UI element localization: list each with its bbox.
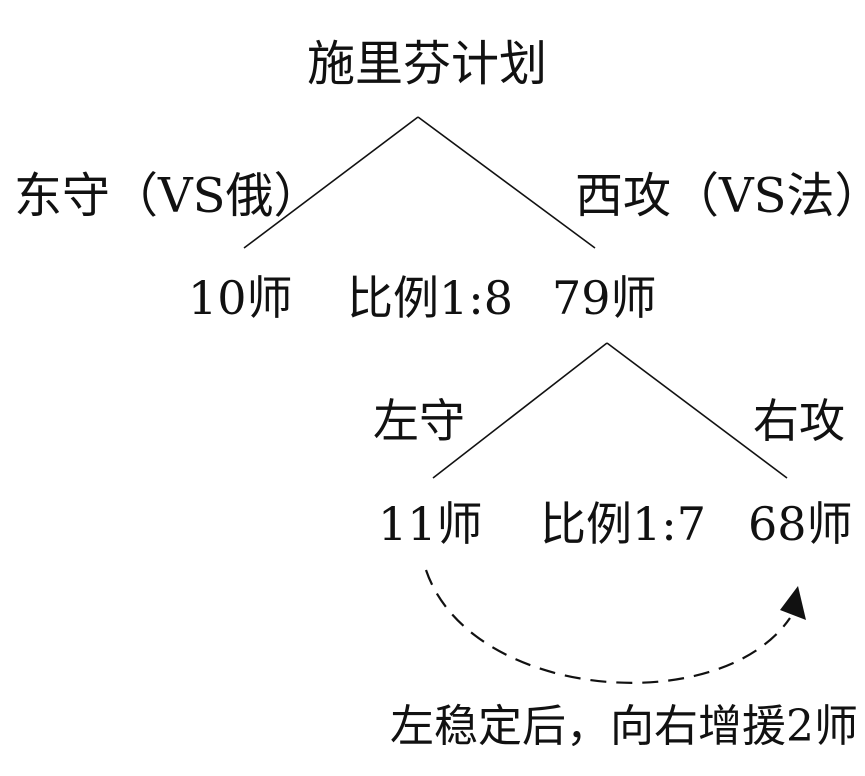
west-offense-label: 西攻（VS法） (575, 168, 865, 224)
left-defense-label: 左守 (373, 394, 465, 448)
reinforcement-arrowhead (780, 586, 806, 620)
root-left-edge (243, 116, 419, 249)
sub-right-edge (606, 342, 788, 479)
left-divisions-value: 11师 (378, 497, 483, 551)
root-right-edge (417, 116, 596, 249)
west-divisions-value: 79师 (552, 271, 657, 325)
right-offense-label: 右攻 (753, 394, 845, 448)
reinforcement-note: 左稳定后，向右增援2师 (390, 701, 858, 752)
root-title: 施里芬计划 (307, 36, 548, 92)
sub-left-edge (432, 342, 608, 479)
east-divisions-value: 10师 (188, 271, 293, 325)
level2-ratio: 比例1:7 (540, 497, 707, 551)
reinforcement-dashed-arrow (424, 569, 791, 684)
right-divisions-value: 68师 (748, 497, 853, 551)
east-defense-label: 东守（VS俄） (14, 168, 322, 224)
level1-ratio: 比例1:8 (347, 271, 514, 325)
